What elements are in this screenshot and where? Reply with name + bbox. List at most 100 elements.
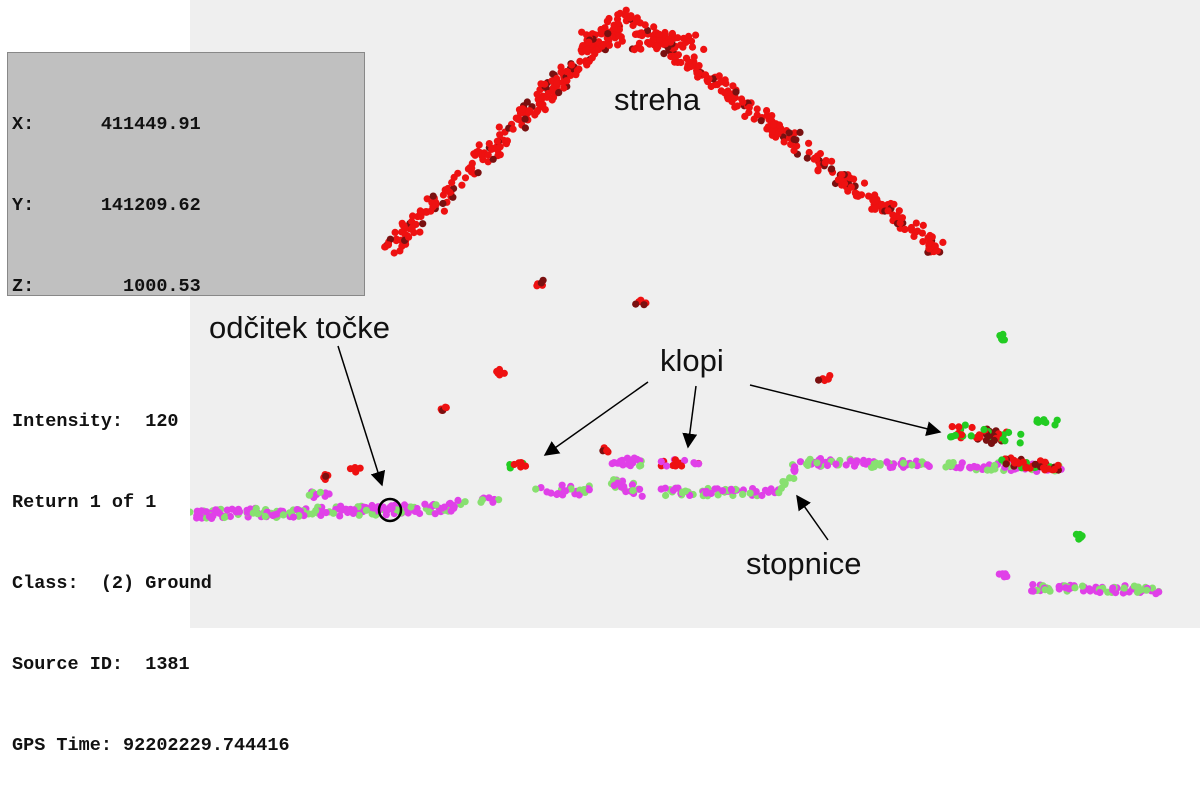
point: [396, 508, 404, 516]
point: [440, 503, 448, 511]
point: [768, 127, 776, 136]
point: [724, 95, 732, 103]
point: [279, 511, 287, 519]
point: [823, 461, 832, 470]
point: [1075, 535, 1083, 543]
point: [955, 423, 963, 431]
point: [805, 148, 813, 157]
point: [638, 492, 646, 500]
point: [1130, 582, 1138, 590]
point: [983, 466, 992, 474]
point: [588, 54, 596, 62]
point: [746, 489, 754, 497]
point: [560, 84, 568, 92]
point: [654, 43, 662, 51]
point: [876, 460, 884, 468]
point: [919, 221, 927, 229]
point: [1017, 430, 1025, 438]
point: [888, 463, 897, 471]
point: [871, 197, 879, 205]
point: [968, 423, 976, 432]
point: [695, 62, 703, 70]
point: [493, 137, 501, 145]
point: [543, 488, 551, 496]
point: [899, 459, 908, 467]
point: [913, 227, 922, 235]
info-source-id: Source ID: 1381: [12, 654, 190, 675]
point: [967, 432, 975, 440]
point: [793, 142, 801, 150]
point: [500, 369, 508, 377]
point: [461, 498, 469, 506]
point: [458, 181, 466, 189]
point: [190, 508, 194, 516]
point: [373, 505, 381, 513]
point: [269, 511, 277, 520]
point: [582, 59, 591, 68]
point: [484, 151, 492, 159]
point: [382, 511, 390, 519]
point: [1051, 421, 1059, 429]
point: [515, 459, 523, 467]
point: [787, 140, 795, 149]
point: [489, 155, 497, 163]
point: [1031, 460, 1039, 468]
point: [1041, 586, 1049, 594]
point: [919, 238, 927, 246]
point: [690, 53, 698, 61]
point: [731, 94, 739, 102]
point: [220, 513, 229, 522]
point: [813, 459, 821, 467]
point-cloud-canvas[interactable]: [190, 0, 1200, 628]
point: [640, 301, 648, 309]
point: [990, 461, 999, 470]
point: [770, 121, 778, 129]
point: [1039, 464, 1048, 472]
point: [731, 103, 739, 111]
point: [416, 228, 424, 236]
point: [557, 68, 565, 76]
point: [847, 183, 855, 191]
info-intensity: Intensity: 120: [12, 411, 179, 432]
point: [923, 461, 932, 469]
point: [343, 506, 351, 514]
point: [796, 458, 805, 466]
info-class: Class: (2) Ground: [12, 573, 212, 594]
point: [1022, 464, 1030, 472]
point: [614, 479, 622, 487]
point: [832, 460, 840, 468]
point: [912, 219, 920, 227]
point: [386, 503, 394, 511]
point: [850, 462, 859, 470]
point: [650, 23, 658, 31]
point: [261, 512, 269, 521]
point: [337, 502, 345, 510]
point: [1029, 581, 1037, 589]
point: [579, 486, 588, 494]
point: [933, 247, 941, 255]
point: [1133, 588, 1142, 596]
point: [690, 459, 698, 467]
point: [688, 43, 697, 51]
point: [419, 220, 427, 228]
point: [503, 137, 511, 145]
point: [815, 376, 823, 384]
point: [384, 241, 393, 249]
point: [828, 157, 836, 165]
info-y: Y: 141209.62: [12, 195, 201, 216]
point: [416, 207, 424, 215]
point: [687, 63, 695, 71]
point: [630, 46, 638, 54]
point: [777, 484, 786, 492]
point: [701, 71, 710, 79]
point: [629, 21, 637, 30]
point: [980, 425, 988, 434]
point: [791, 129, 799, 137]
point: [1016, 439, 1024, 447]
point: [470, 150, 478, 158]
point: [661, 484, 669, 492]
point: [585, 486, 593, 494]
point: [860, 179, 869, 187]
label-stairs: stopnice: [746, 546, 862, 581]
point: [514, 115, 522, 123]
